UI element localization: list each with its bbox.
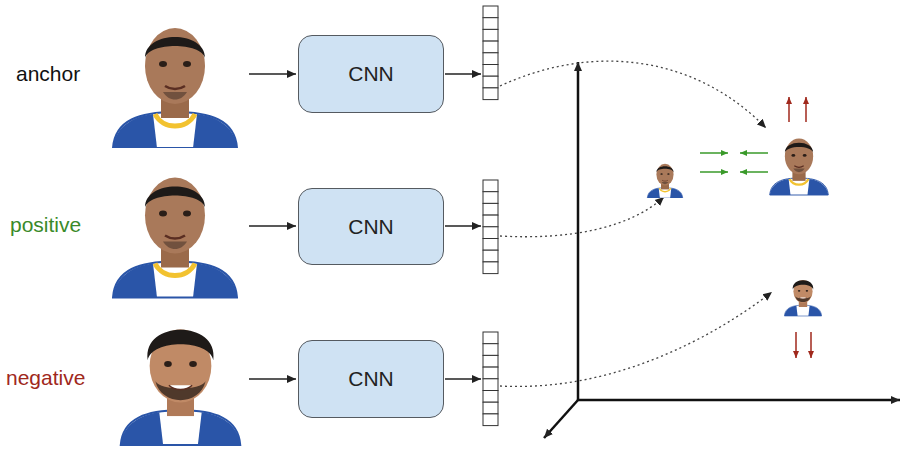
vector-cell [483,262,498,274]
vector-cell [483,53,498,65]
negative-photo [113,310,248,445]
vector-cell [483,332,498,344]
anchor-photo [105,8,245,148]
negative-embedding [782,274,824,316]
positive-embedding [645,158,685,198]
role-label: anchor [16,62,80,86]
vector-cell [483,29,498,41]
vector-cell [483,192,498,204]
vector-cell [483,355,498,367]
node-text: CNN [348,367,394,391]
vector-cell [483,391,498,403]
role-label: positive [10,213,81,237]
vector-cell [483,239,498,251]
vector-cell [483,215,498,227]
vector-cell [483,367,498,379]
vector-cell [483,180,498,192]
vector-cell [483,402,498,414]
vector-cell [483,65,498,77]
vector-cell [483,250,498,262]
vector-cell [483,41,498,53]
vector-cell [483,203,498,215]
vector-cell [483,227,498,239]
positive-photo [105,158,245,298]
vector-cell [483,344,498,356]
vector-cell [483,6,498,18]
role-label: negative [6,366,85,390]
node-text: CNN [348,215,394,239]
vector-cell [483,379,498,391]
node-text: CNN [348,62,394,86]
vector-cell [483,18,498,30]
cnn-box: CNN [298,340,444,418]
vector-cell [483,76,498,88]
cnn-box: CNN [298,35,444,113]
anchor-embedding [766,129,832,195]
cnn-box: CNN [298,188,444,265]
vector-cell [483,88,498,100]
vector-cell [483,414,498,426]
